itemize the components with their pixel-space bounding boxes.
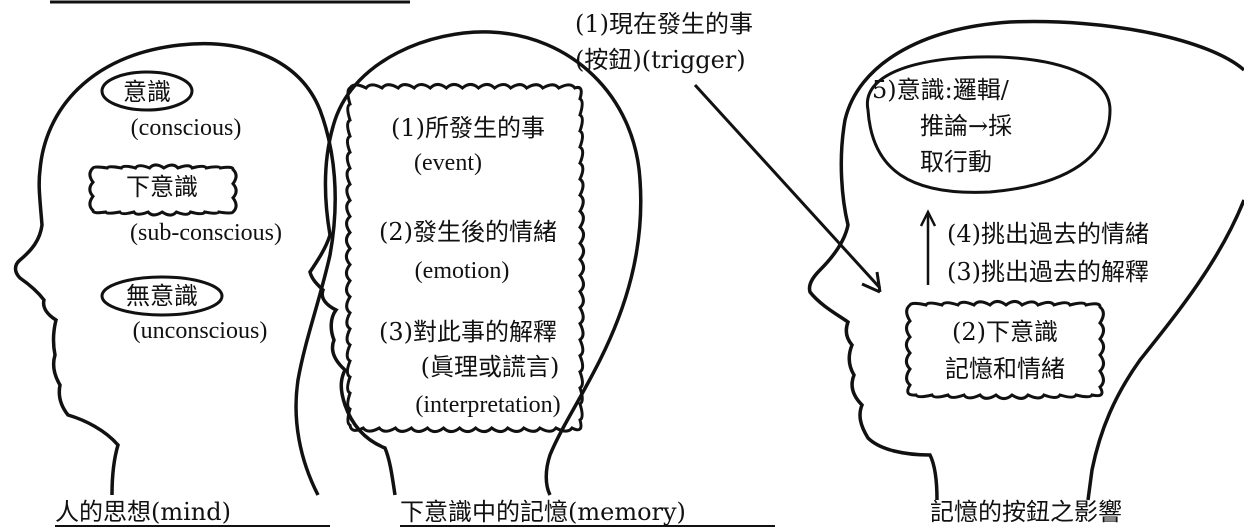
emotion-label-zh: (2)發生後的情緒 [379,218,557,246]
subconscious-cloud [88,163,238,217]
unconscious-label-en: (unconscious) [133,318,268,344]
step2-label-2: 記憶和情緒 [945,355,1065,383]
interpretation-label-en: (interpretation) [415,392,560,418]
step2-label-1: (2)下意識 [952,318,1058,346]
conscious-label-zh: 意識 [123,78,171,106]
trigger-label-2: (按鈕)(trigger) [575,46,746,74]
conscious-ellipse [100,70,194,112]
caption-trigger: 記憶的按鈕之影響 [930,498,1122,526]
step5-label-1: 5)意識:邏輯/ [872,76,1010,104]
conscious-label-en: (conscious) [131,115,242,141]
caption-mind: 人的思想(mind) [55,498,231,526]
step4-label: (4)挑出過去的情緒 [947,220,1149,248]
step3-label: (3)挑出過去的解釋 [947,258,1149,286]
event-label-zh: (1)所發生的事 [391,114,545,142]
event-label-en: (event) [414,150,482,176]
step5-label-2: 推論→採 [920,112,1012,140]
trigger-arrow-head [861,271,882,294]
head-outline-back [1086,199,1244,501]
upward-arrow-head [919,209,937,227]
caption-memory: 下意識中的記憶(memory) [400,498,686,526]
unconscious-ellipse [100,275,224,317]
trigger-label-1: (1)現在發生的事 [575,10,753,38]
subconscious-label-en: (sub-conscious) [130,220,282,246]
head-outline-mind [13,42,337,496]
head-outline-trigger [807,19,1244,501]
interpretation-label-zh: (3)對此事的解釋 [379,318,557,346]
subconscious-memory-cloud [904,299,1106,401]
interpretation-label-zh-2: (眞理或謊言) [421,353,560,381]
head-outline-memory [308,30,643,496]
emotion-label-en: (emotion) [415,258,510,284]
memory-cloud [344,82,586,434]
unconscious-label-zh: 無意識 [126,282,198,310]
conscious-logic-ellipse [865,55,1112,194]
step5-label-3: 取行動 [920,148,992,176]
subconscious-label-zh: 下意識 [126,173,198,201]
trigger-arrow-line [693,83,882,290]
